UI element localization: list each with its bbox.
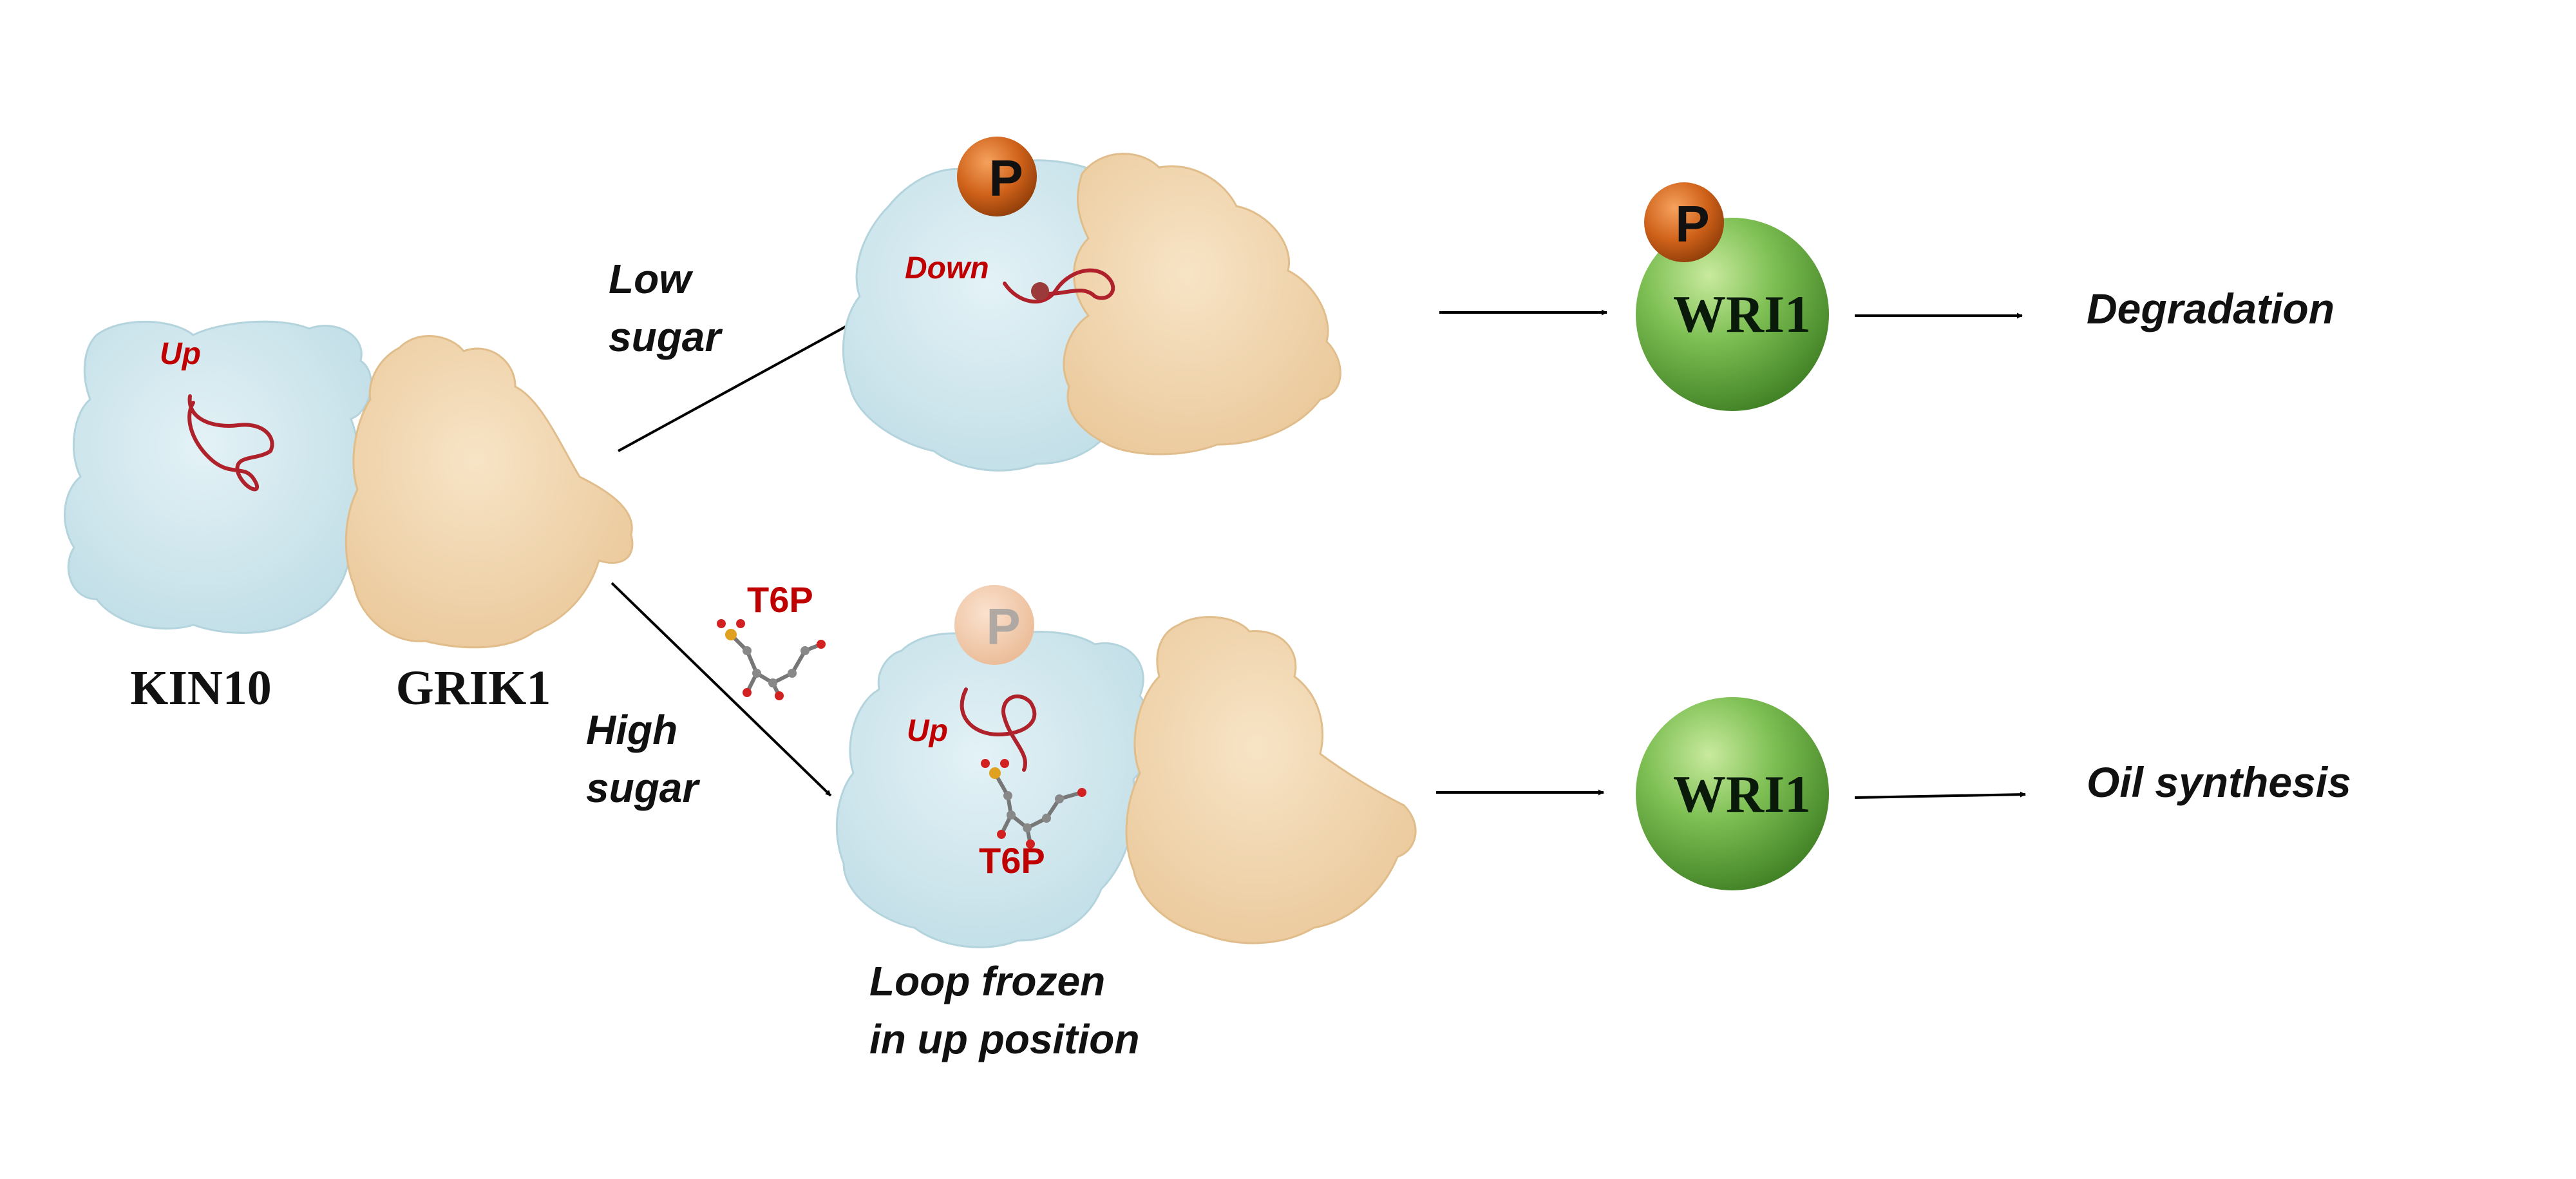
phosphate-top-complex xyxy=(957,137,1037,216)
left-complex: Up KIN10 GRIK1 xyxy=(64,320,634,715)
label-low-sugar-2: sugar xyxy=(609,314,723,360)
label-t6p-free: T6P xyxy=(747,579,813,620)
label-phospho-faded: P xyxy=(986,598,1020,655)
label-t6p-bound: T6P xyxy=(979,840,1045,881)
label-oil-synthesis: Oil synthesis xyxy=(2087,758,2351,806)
label-phospho-complex: P xyxy=(989,149,1023,207)
phosphate-faded xyxy=(954,585,1034,665)
phosphate-wri1 xyxy=(1644,182,1724,262)
arrow-to-low-sugar xyxy=(618,318,860,452)
kin10-surface-bottom xyxy=(835,631,1153,948)
label-degradation: Degradation xyxy=(2087,285,2334,332)
wri1-ball-top xyxy=(1636,218,1829,411)
label-grik1: GRIK1 xyxy=(396,661,551,715)
label-loop-up-left: Up xyxy=(160,337,201,371)
arrow-wri1-to-oil-synthesis xyxy=(1854,791,2026,799)
grik1-surface-left xyxy=(345,335,634,649)
kin10-loop-up-left xyxy=(187,394,274,492)
t6p-free-molecule xyxy=(717,619,826,700)
wri1-ball-bottom xyxy=(1636,697,1829,890)
bottom-complex: Up T6P P Loop frozen in up position xyxy=(835,585,1417,1062)
label-high-sugar-1: High xyxy=(586,707,677,753)
kin10-surface-left xyxy=(64,320,372,634)
grik1-surface-bottom xyxy=(1125,616,1417,944)
label-kin10: KIN10 xyxy=(130,661,272,715)
label-phospho-wri1: P xyxy=(1675,195,1709,253)
label-loop-frozen-2: in up position xyxy=(869,1016,1139,1062)
label-loop-frozen-1: Loop frozen xyxy=(869,958,1105,1004)
label-high-sugar-2: sugar xyxy=(586,765,700,811)
top-complex: Down P xyxy=(842,137,1341,472)
label-low-sugar-1: Low xyxy=(609,256,694,302)
label-wri1-bottom: WRI1 xyxy=(1673,765,1811,823)
arrow-to-high-sugar xyxy=(611,582,832,797)
t6p-bound-molecule xyxy=(981,759,1086,848)
label-loop-down: Down xyxy=(905,251,989,285)
grik1-surface-top xyxy=(1063,153,1341,455)
kin10-loop-up-bottom xyxy=(960,687,1037,772)
label-wri1-top: WRI1 xyxy=(1673,285,1811,343)
label-loop-up-bottom: Up xyxy=(907,714,948,748)
kin10-loop-down xyxy=(1003,268,1115,303)
